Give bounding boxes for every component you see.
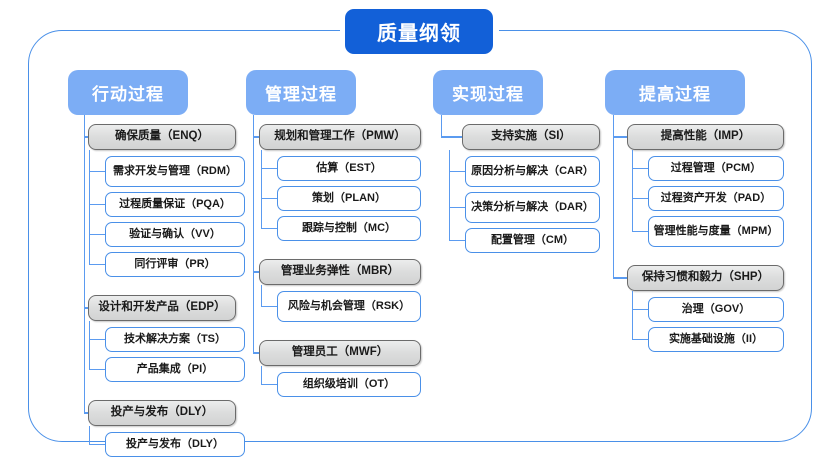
connector-column-stub-4-2 <box>613 277 627 279</box>
leaf-box-mpm[interactable]: 管理性能与度量（MPM） <box>648 216 784 247</box>
connector-column-stub-1-1 <box>84 136 88 138</box>
leaf-box-pqa[interactable]: 过程质量保证（PQA） <box>105 192 245 217</box>
connector-group-spine-pmw <box>261 150 263 229</box>
group-box-enq[interactable]: 确保质量（ENQ） <box>88 124 236 150</box>
group-box-dly[interactable]: 投产与发布（DLY） <box>88 400 236 426</box>
connector-column-stub-2-1 <box>253 136 259 138</box>
connector-column-spine-2 <box>253 115 255 353</box>
connector-leaf-est <box>261 167 277 170</box>
column-header-3[interactable]: 实现过程 <box>433 70 543 115</box>
connector-leaf-ts <box>89 338 105 341</box>
group-box-mwf[interactable]: 管理员工（MWF） <box>259 340 421 366</box>
connector-leaf-ii <box>632 338 648 341</box>
connector-leaf-mpm <box>632 230 648 233</box>
group-box-pmw[interactable]: 规划和管理工作（PMW） <box>259 124 421 150</box>
column-header-4[interactable]: 提高过程 <box>605 70 745 115</box>
connector-group-spine-shp <box>632 291 634 340</box>
leaf-box-pad[interactable]: 过程资产开发（PAD） <box>648 186 784 211</box>
connector-leaf-gov <box>632 308 648 311</box>
group-box-edp[interactable]: 设计和开发产品（EDP） <box>88 295 236 321</box>
connector-leaf-dly <box>89 443 105 446</box>
connector-leaf-plan <box>261 197 277 200</box>
group-box-imp[interactable]: 提高性能（IMP） <box>627 124 784 150</box>
connector-group-spine-mwf <box>261 366 263 385</box>
leaf-box-vv[interactable]: 验证与确认（VV） <box>105 222 245 247</box>
connector-column-spine-4 <box>613 115 615 278</box>
leaf-box-ii[interactable]: 实施基础设施（II） <box>648 327 784 352</box>
leaf-box-plan[interactable]: 策划（PLAN） <box>277 186 421 211</box>
leaf-box-ts[interactable]: 技术解决方案（TS） <box>105 327 245 352</box>
connector-column-spine-1 <box>84 115 86 413</box>
connector-column-stub-1-3 <box>84 412 88 414</box>
leaf-box-pi[interactable]: 产品集成（PI） <box>105 357 245 382</box>
leaf-box-gov[interactable]: 治理（GOV） <box>648 297 784 322</box>
group-box-shp[interactable]: 保持习惯和毅力（SHP） <box>627 265 784 291</box>
leaf-box-rsk[interactable]: 风险与机会管理（RSK） <box>277 291 421 322</box>
leaf-box-ot[interactable]: 组织级培训（OT） <box>277 372 421 397</box>
leaf-box-pcm[interactable]: 过程管理（PCM） <box>648 156 784 181</box>
leaf-box-dly[interactable]: 投产与发布（DLY） <box>105 432 245 457</box>
connector-leaf-car <box>449 170 465 173</box>
leaf-box-car[interactable]: 原因分析与解决（CAR） <box>465 156 600 187</box>
connector-column-stub-2-2 <box>253 271 259 273</box>
connector-leaf-dar <box>449 206 465 209</box>
connector-column-stub-3-1 <box>441 136 462 138</box>
connector-leaf-vv <box>89 233 105 236</box>
connector-group-spine-enq <box>89 150 91 265</box>
connector-group-spine-dly <box>89 426 91 445</box>
connector-group-spine-imp <box>632 150 634 232</box>
connector-leaf-ot <box>261 383 277 386</box>
connector-group-spine-edp <box>89 321 91 370</box>
connector-column-stub-4-1 <box>613 136 627 138</box>
connector-leaf-pad <box>632 197 648 200</box>
leaf-box-mc[interactable]: 跟踪与控制（MC） <box>277 216 421 241</box>
leaf-box-rdm[interactable]: 需求开发与管理（RDM） <box>105 156 245 187</box>
connector-leaf-pr <box>89 263 105 266</box>
connector-leaf-rdm <box>89 170 105 173</box>
connector-leaf-pi <box>89 368 105 371</box>
leaf-box-dar[interactable]: 决策分析与解决（DAR） <box>465 192 600 223</box>
connector-leaf-pcm <box>632 167 648 170</box>
column-header-2[interactable]: 管理过程 <box>246 70 356 115</box>
frame-mask-right <box>489 28 499 33</box>
connector-leaf-mc <box>261 227 277 230</box>
connector-column-stub-1-2 <box>84 307 88 309</box>
connector-leaf-cm <box>449 239 465 242</box>
connector-leaf-pqa <box>89 203 105 206</box>
root-title[interactable]: 质量纲领 <box>345 9 493 54</box>
leaf-box-est[interactable]: 估算（EST） <box>277 156 421 181</box>
connector-group-spine-si <box>449 150 451 241</box>
group-box-mbr[interactable]: 管理业务弹性（MBR） <box>259 259 421 285</box>
connector-group-spine-mbr <box>261 285 263 307</box>
group-box-si[interactable]: 支持实施（SI） <box>462 124 600 150</box>
connector-column-stub-2-3 <box>253 352 259 354</box>
leaf-box-cm[interactable]: 配置管理（CM） <box>465 228 600 253</box>
connector-column-spine-3 <box>441 115 443 137</box>
column-header-1[interactable]: 行动过程 <box>68 70 188 115</box>
connector-leaf-rsk <box>261 305 277 308</box>
leaf-box-pr[interactable]: 同行评审（PR） <box>105 252 245 277</box>
